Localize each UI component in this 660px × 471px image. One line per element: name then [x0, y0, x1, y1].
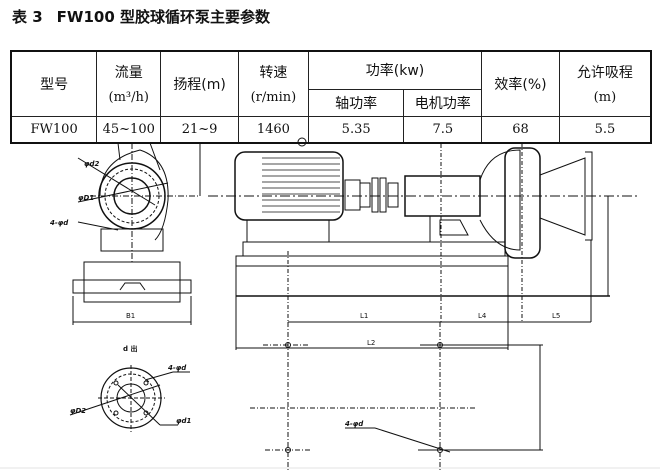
header-motor-power: 电机功率: [403, 88, 483, 117]
header-suction-label: 允许吸程: [576, 65, 633, 82]
outlet-flange-view: [69, 365, 190, 432]
cell-shaft-power: 5.35: [307, 115, 405, 144]
table-caption: 表 3 FW100 型胶球循环泵主要参数: [12, 6, 270, 27]
parameter-table: 型号 流量 (m³/h) 扬程(m) 转速 (r/min) 功率(kw) 效率(%)…: [10, 50, 652, 144]
label-outlet: d 出: [123, 344, 137, 353]
label-D1: φD1: [78, 194, 94, 202]
label-d2: φd2: [84, 160, 99, 168]
foundation-bolt-layout: [0, 322, 660, 471]
table-number: 表 3: [12, 8, 43, 26]
label-L1: L1: [360, 312, 368, 320]
label-holes3: 4-φd: [345, 420, 364, 428]
label-L2: L2: [367, 339, 375, 347]
header-flow-unit: (m³/h): [108, 90, 149, 106]
label-B1: B1: [126, 312, 135, 320]
header-speed-unit: (r/min): [250, 90, 297, 106]
cell-motor-power: 7.5: [403, 115, 483, 144]
label-holes: 4-φd: [50, 219, 69, 227]
cell-head: 21~9: [160, 115, 239, 144]
header-suction-unit: (m): [593, 90, 617, 106]
pump-front-view: [208, 137, 640, 350]
table-row: FW100 45~100 21~9 1460 5.35 7.5 68 5.5: [10, 115, 652, 144]
cell-flow: 45~100: [96, 115, 162, 144]
header-model: 型号: [10, 50, 98, 117]
cell-speed: 1460: [237, 115, 309, 144]
table-title: FW100 型胶球循环泵主要参数: [56, 8, 270, 26]
cell-suction: 5.5: [558, 115, 652, 144]
label-L5: L5: [552, 312, 560, 320]
header-head: 扬程(m): [160, 50, 239, 117]
header-shaft-power: 轴功率: [307, 88, 405, 117]
label-holes2: 4-φd: [168, 364, 187, 372]
header-power: 功率(kw): [307, 50, 483, 90]
header-flow: 流量 (m³/h): [96, 50, 162, 117]
cell-efficiency: 68: [481, 115, 560, 144]
header-efficiency: 效率(%): [481, 50, 560, 117]
header-speed: 转速 (r/min): [237, 50, 309, 117]
cell-model: FW100: [10, 115, 98, 144]
header-suction: 允许吸程 (m): [558, 50, 652, 117]
header-speed-label: 转速: [259, 65, 288, 82]
label-d1: φd1: [176, 417, 191, 425]
label-L4: L4: [478, 312, 487, 320]
header-flow-label: 流量: [114, 65, 143, 82]
label-D2: φD2: [70, 407, 86, 415]
pump-side-view: [72, 142, 201, 325]
